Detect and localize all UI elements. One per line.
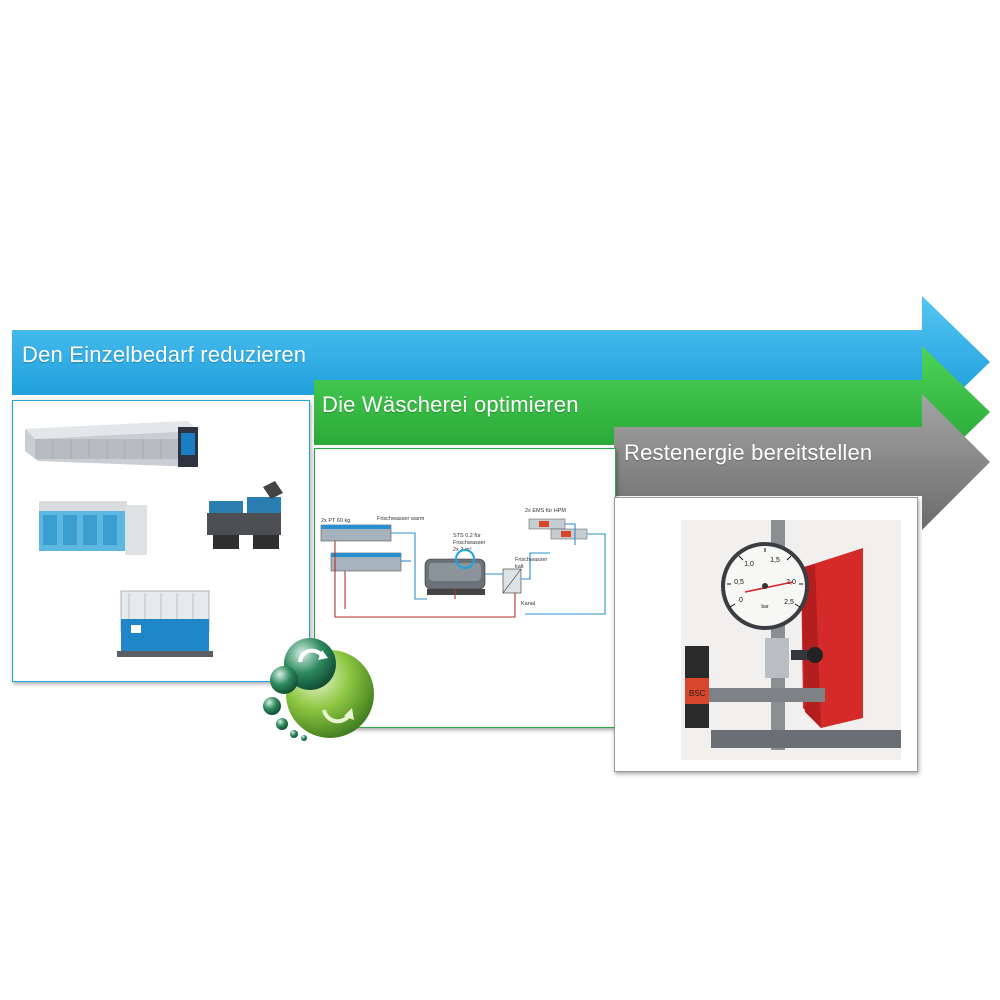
arrow-label-optimize: Die Wäscherei optimieren [322, 392, 579, 417]
storage-tank [424, 549, 486, 595]
bsc-sensor: BSC [685, 646, 709, 728]
arrow-residual-energy [614, 394, 990, 530]
gauge-tick-0: 0 [739, 597, 743, 604]
laundry-flow-diagram: 2x PT 60 kg Frischwasser warm 2x EMS für… [320, 508, 606, 618]
pressure-gauge-photo: BSC 0 0,5 1,0 1,5 [615, 498, 917, 771]
gauge-tick-10: 1,0 [744, 561, 754, 568]
gauge-needle [744, 581, 794, 593]
ems-unit-2 [550, 528, 588, 540]
gauge-tick-05: 0,5 [734, 579, 744, 586]
gauge-tick-15: 1,5 [770, 557, 780, 564]
ems-label: 2x EMS für HPM [525, 508, 566, 514]
sts-label: STS 0.2 für [453, 533, 481, 539]
machines-illustration [25, 421, 283, 657]
recycling-spheres-logo [263, 638, 374, 741]
arrow-label-residual-energy: Restenergie bereitstellen [624, 440, 873, 465]
gauge-unit: bar [761, 604, 769, 610]
press-unit-image [207, 481, 283, 549]
pressure-gauge: 0 0,5 1,0 1,5 2,0 2,5 bar [721, 542, 809, 630]
dryer-unit-image [39, 501, 147, 555]
sensor-label: BSC [689, 689, 706, 698]
fresh-cold-label-2: kalt [515, 564, 524, 570]
ems-unit-1 [528, 518, 566, 530]
valve [765, 638, 823, 678]
tunnel-washer-image [25, 421, 198, 467]
pt-label: 2x PT 60 kg [321, 518, 350, 524]
sts-label-2: Frischwasser [453, 540, 486, 546]
arrow-label-reduce: Den Einzelbedarf reduzieren [22, 342, 307, 367]
washer-2 [330, 552, 402, 572]
washer-1 [320, 524, 392, 542]
fresh-warm-label: Frischwasser warm [377, 516, 425, 522]
panel-machines [12, 400, 310, 682]
gauge-tick-25: 2,5 [784, 599, 794, 606]
canal-label: Kanal [521, 601, 535, 607]
ironer-image [117, 590, 213, 657]
panel-gauge-photo: BSC 0 0,5 1,0 1,5 [614, 497, 918, 772]
fresh-cold-label: Frischwasser [515, 557, 548, 563]
heat-exchanger [502, 568, 522, 594]
